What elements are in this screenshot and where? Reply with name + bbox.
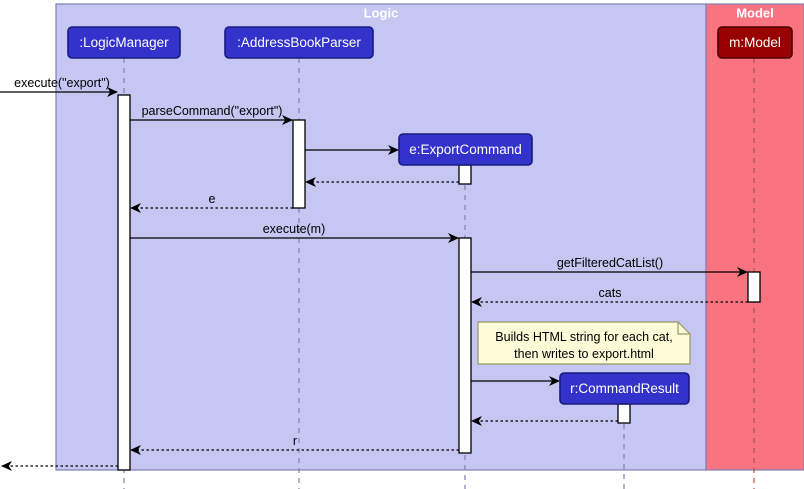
partition-model: Model: [705, 3, 804, 471]
participant-label-export-command: e:ExportCommand: [409, 142, 522, 157]
activation-command-result: [617, 403, 631, 424]
message-label-execute-export: execute("export"): [14, 76, 110, 90]
participant-label-model: m:Model: [729, 35, 781, 50]
participant-command-result[interactable]: r:CommandResult: [559, 372, 690, 405]
participant-box-model[interactable]: [717, 26, 793, 59]
partition-model-background: [705, 3, 804, 471]
message-label-execute-m: execute(m): [263, 222, 326, 236]
activation-address-book-parser: [292, 119, 306, 209]
participant-label-address-book-parser: :AddressBookParser: [237, 35, 361, 50]
participant-label-logic-manager: :LogicManager: [79, 35, 169, 50]
note-body: [477, 321, 691, 365]
message-label-return-r: r: [293, 434, 297, 448]
message-label-return-cats: cats: [599, 286, 622, 300]
activation-logic-manager: [117, 94, 131, 471]
message-label-parse-command: parseCommand("export"): [142, 104, 283, 118]
activation-export-command-create: [458, 164, 472, 185]
message-label-return-e: e: [209, 192, 216, 206]
participant-box-command-result[interactable]: [559, 372, 690, 405]
message-labels-layer: execute("export") parseCommand("export")…: [14, 76, 663, 448]
participant-box-address-book-parser[interactable]: [224, 26, 374, 59]
partition-model-label: Model: [736, 5, 774, 20]
participant-address-book-parser[interactable]: :AddressBookParser: [224, 26, 374, 59]
activations-layer: [117, 94, 761, 471]
messages-layer: [0, 87, 748, 471]
message-label-get-filtered-cat-list: getFilteredCatList(): [557, 256, 663, 270]
participant-box-export-command[interactable]: [398, 133, 533, 166]
note-line-1: Builds HTML string for each cat,: [495, 330, 672, 344]
participant-model[interactable]: m:Model: [717, 26, 793, 59]
participant-label-command-result: r:CommandResult: [570, 381, 679, 396]
participant-logic-manager[interactable]: :LogicManager: [67, 26, 181, 59]
participant-export-command[interactable]: e:ExportCommand: [398, 133, 533, 166]
partition-logic-label: Logic: [364, 5, 399, 20]
activation-model: [747, 271, 761, 303]
note-fold-icon: [677, 322, 690, 335]
participant-box-logic-manager[interactable]: [67, 26, 181, 59]
note-line-2: then writes to export.html: [514, 347, 654, 361]
note-builds-html: Builds HTML string for each cat, then wr…: [477, 321, 691, 365]
activation-export-command-execute: [458, 237, 472, 454]
